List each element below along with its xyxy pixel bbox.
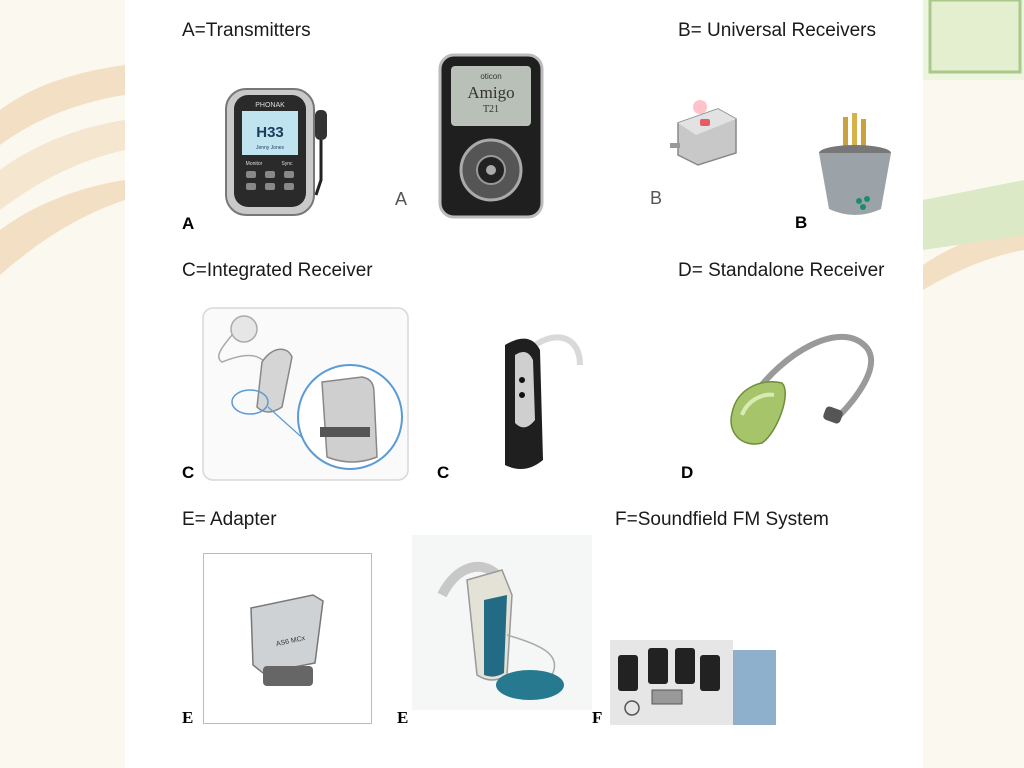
cochlear-processor-adapter-image	[412, 535, 592, 710]
label-e-bold: E	[182, 708, 194, 727]
heading-standalone-receiver: D= Standalone Receiver	[678, 260, 885, 281]
label-b-bold: B	[795, 213, 808, 232]
label-d-bold: D	[681, 463, 694, 482]
soundfield-fm-system-image	[610, 640, 776, 725]
label-e-bold-2: E	[397, 708, 409, 727]
heading-integrated-receiver: C=Integrated Receiver	[182, 260, 373, 281]
universal-receiver-cylinder-image	[815, 113, 895, 223]
svg-text:Monitor: Monitor	[246, 161, 263, 167]
phonak-transmitter-image: PHONAK H33 Jenny Jones Monitor Sync	[220, 85, 335, 220]
label-a: A	[395, 189, 408, 209]
svg-text:T21: T21	[483, 104, 499, 115]
label-a-bold: A	[182, 214, 195, 233]
heading-universal-receivers: B= Universal Receivers	[678, 20, 876, 41]
oticon-model-text: Amigo	[467, 83, 514, 102]
heading-adapter: E= Adapter	[182, 509, 277, 530]
svg-text:Jenny Jones: Jenny Jones	[256, 145, 285, 151]
label-f-bold: F	[592, 708, 603, 727]
behind-the-ear-hearing-aid-image	[485, 325, 585, 475]
svg-text:Sync: Sync	[281, 161, 293, 167]
integrated-receiver-diagram-image	[202, 307, 410, 482]
heading-soundfield-fm: F=Soundfield FM System	[615, 509, 829, 530]
heading-transmitters: A=Transmitters	[182, 20, 311, 41]
label-c-bold: C	[182, 463, 195, 482]
label-c-bold-2: C	[437, 463, 450, 482]
oticon-brand-text: oticon	[480, 72, 501, 81]
oticon-amigo-transmitter-image: oticon Amigo T21	[437, 52, 547, 222]
phonak-screen-text: H33	[256, 124, 284, 141]
phonak-brand-text: PHONAK	[255, 102, 285, 109]
standalone-receiver-image	[722, 323, 882, 453]
label-b: B	[650, 188, 663, 208]
universal-receiver-small-image	[670, 95, 740, 170]
adapter-image: AS6 MCx	[203, 553, 373, 725]
